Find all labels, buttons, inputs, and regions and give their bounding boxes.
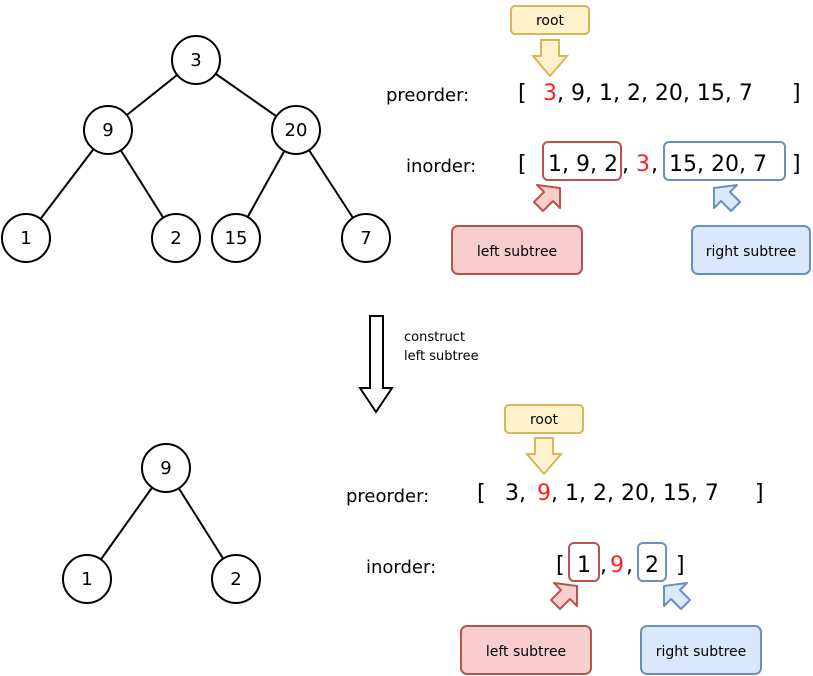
preorder-b-open-bracket: [ — [477, 481, 486, 506]
left-subtree-box-bottom — [568, 542, 600, 582]
right-subtree-label-bottom: right subtree — [656, 644, 747, 660]
preorder-array-top: [ 3 , 9, 1, 2, 20, 15, 7 ] — [518, 81, 801, 106]
inorder-b-comma-1: , — [600, 553, 607, 578]
inorder-root-value: 3 — [636, 152, 650, 177]
tree-b-node-2-value: 2 — [230, 569, 241, 590]
tree-node-3: 3 — [171, 35, 221, 85]
right-subtree-label: right subtree — [706, 244, 797, 260]
construct-note-line2: left subtree — [404, 349, 479, 364]
left-subtree-label-bottom: left subtree — [486, 644, 566, 660]
left-subtree-label: left subtree — [477, 244, 557, 260]
preorder-close-bracket: ] — [792, 81, 801, 106]
root-callout-top: root — [510, 5, 590, 78]
inorder-comma-1: , — [622, 152, 629, 177]
preorder-b-first: 3, — [505, 481, 526, 506]
preorder-b-close-bracket: ] — [755, 481, 764, 506]
left-subtree-callout-bottom-box — [460, 625, 592, 675]
tree-node-7-value: 7 — [360, 228, 371, 249]
root-label: root — [536, 13, 565, 29]
root-label-bottom: root — [530, 412, 559, 428]
preorder-open-bracket: [ — [518, 81, 527, 106]
inorder-b-comma-2: , — [626, 553, 633, 578]
left-subtree-box — [542, 141, 622, 181]
construct-arrow-icon — [358, 315, 394, 414]
tree-node-20: 20 — [271, 105, 321, 155]
tree-node-9: 9 — [83, 105, 133, 155]
root-callout-bottom: root — [504, 404, 584, 476]
inorder-b-close-bracket: ] — [676, 553, 685, 578]
left-subtree-callout-bottom: left subtree — [460, 625, 592, 675]
inorder-label-bottom: inorder: — [366, 557, 436, 578]
left-pointer-arrow-bottom-icon — [550, 582, 578, 610]
preorder-label: preorder: — [386, 85, 469, 106]
root-arrow-icon — [530, 39, 570, 78]
tree-b-node-9: 9 — [141, 443, 191, 493]
tree-top: 3 9 20 1 2 15 7 — [1, 35, 391, 263]
inorder-b-left-value: 1 — [577, 553, 591, 578]
tree-b-node-1: 1 — [62, 554, 112, 604]
tree-b-node-1-value: 1 — [81, 569, 92, 590]
inorder-b-open-bracket: [ — [556, 553, 565, 578]
left-pointer-arrow-icon — [533, 184, 561, 212]
root-box-bottom — [504, 404, 584, 434]
left-subtree-callout: left subtree — [451, 225, 583, 275]
tree-node-15: 15 — [211, 213, 261, 263]
right-pointer-arrow-icon — [713, 184, 741, 212]
preorder-root-value: 3 — [543, 81, 557, 106]
inorder-comma-2: , — [651, 152, 658, 177]
inorder-b-root-value: 9 — [610, 553, 624, 578]
inorder-left-values: 1, 9, 2 — [548, 152, 618, 177]
inorder-label: inorder: — [406, 156, 476, 177]
tree-node-15-value: 15 — [225, 228, 248, 249]
inorder-open-bracket: [ — [518, 152, 527, 177]
right-subtree-callout-bottom-box — [640, 625, 762, 675]
preorder-array-bottom: [ 3, 9 , 1, 2, 20, 15, 7 ] — [477, 481, 764, 506]
right-subtree-box — [663, 141, 786, 181]
left-subtree-callout-box — [451, 225, 583, 275]
tree-node-3-value: 3 — [190, 50, 201, 71]
right-subtree-callout-box — [691, 225, 811, 275]
tree-node-2: 2 — [151, 213, 201, 263]
tree-b-node-9-value: 9 — [160, 458, 171, 479]
construct-note-line1: construct — [404, 330, 465, 345]
tree-node-9-value: 9 — [102, 120, 113, 141]
preorder-b-root-value: 9 — [537, 481, 551, 506]
tree-bottom: 9 1 2 — [62, 443, 261, 604]
tree-node-1: 1 — [1, 213, 51, 263]
root-box — [510, 5, 590, 35]
tree-b-node-2: 2 — [211, 554, 261, 604]
right-subtree-box-bottom — [637, 542, 667, 582]
tree-node-1-value: 1 — [20, 228, 31, 249]
preorder-b-rest-values: , 1, 2, 20, 15, 7 — [551, 481, 719, 506]
preorder-rest-values: , 9, 1, 2, 20, 15, 7 — [557, 81, 753, 106]
right-pointer-arrow-bottom-icon — [663, 582, 691, 610]
inorder-b-right-value: 2 — [645, 553, 659, 578]
root-arrow-bottom-icon — [524, 437, 564, 476]
inorder-close-bracket: ] — [792, 152, 801, 177]
right-subtree-callout: right subtree — [691, 225, 811, 275]
tree-node-20-value: 20 — [285, 120, 308, 141]
inorder-array-top: [ 1, 9, 2 , 3 , 15, 20, 7 ] — [518, 141, 801, 181]
tree-node-2-value: 2 — [170, 228, 181, 249]
inorder-right-values: 15, 20, 7 — [669, 152, 767, 177]
inorder-array-bottom: [ 1 , 9 , 2 ] — [556, 542, 685, 582]
preorder-label-bottom: preorder: — [346, 486, 429, 507]
right-subtree-callout-bottom: right subtree — [640, 625, 762, 675]
tree-node-7: 7 — [341, 213, 391, 263]
